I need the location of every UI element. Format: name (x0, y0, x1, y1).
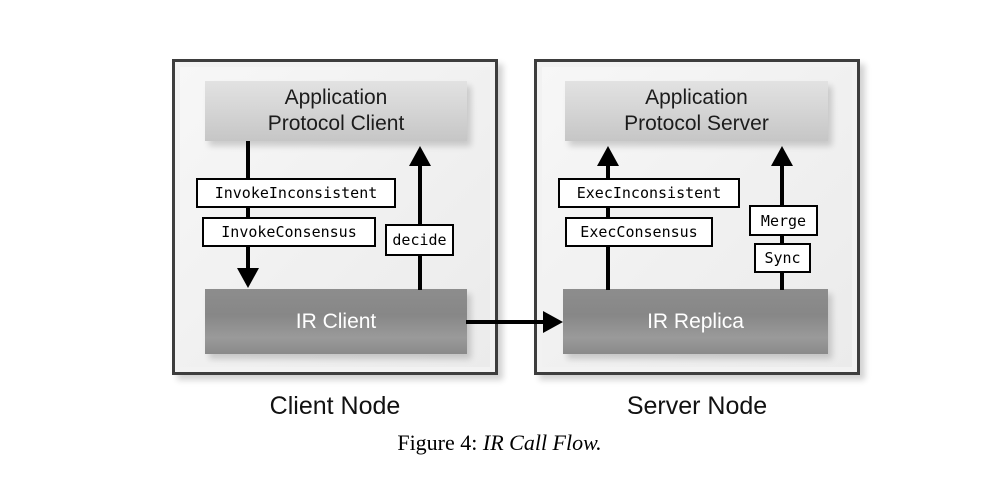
call-box-execinconsistent: ExecInconsistent (558, 178, 740, 208)
client-to-replica-line (466, 320, 545, 324)
call-box-invokeconsensus-label: InvokeConsensus (221, 223, 357, 241)
call-box-invokeinconsistent-label: InvokeInconsistent (214, 184, 378, 202)
call-box-execinconsistent-label: ExecInconsistent (576, 184, 722, 202)
figure-caption-number: Figure 4: (397, 430, 478, 455)
client-node-label-text: Client Node (269, 392, 401, 420)
server-node-label-text: Server Node (626, 392, 768, 420)
server-exec-arrowhead-icon (597, 146, 619, 166)
call-box-merge-label: Merge (760, 211, 807, 230)
call-box-sync-label: Sync (764, 249, 801, 267)
figure-caption-title: IR Call Flow. (482, 430, 602, 455)
call-box-execconsensus: ExecConsensus (565, 217, 713, 247)
call-box-invokeinconsistent: InvokeInconsistent (196, 178, 396, 208)
client-to-replica-arrowhead-icon (543, 311, 563, 333)
client-decide-arrowhead-icon (409, 146, 431, 166)
client-node-label: Client Node (172, 392, 498, 421)
call-box-merge: Merge (749, 205, 818, 236)
server-sync-arrowhead-icon (771, 146, 793, 166)
application-protocol-client-label: Application Protocol Client (267, 86, 405, 135)
application-protocol-client-box: Application Protocol Client (205, 81, 467, 141)
ir-replica-label: IR Replica (647, 309, 744, 333)
figure-caption: Figure 4: IR Call Flow. (0, 430, 999, 456)
server-node-label: Server Node (534, 392, 860, 421)
ir-client-label: IR Client (295, 309, 377, 333)
call-box-decide: decide (385, 224, 454, 256)
application-protocol-server-label: Application Protocol Server (624, 86, 769, 135)
ir-client-box: IR Client (205, 289, 467, 354)
call-box-sync: Sync (754, 243, 811, 273)
application-protocol-server-box: Application Protocol Server (565, 81, 828, 141)
client-invoke-arrowhead-icon (237, 268, 259, 288)
call-box-invokeconsensus: InvokeConsensus (202, 217, 376, 247)
client-invoke-line (246, 141, 250, 275)
call-box-decide-label: decide (392, 231, 447, 249)
call-box-execconsensus-label: ExecConsensus (580, 223, 698, 241)
ir-replica-box: IR Replica (563, 289, 828, 354)
